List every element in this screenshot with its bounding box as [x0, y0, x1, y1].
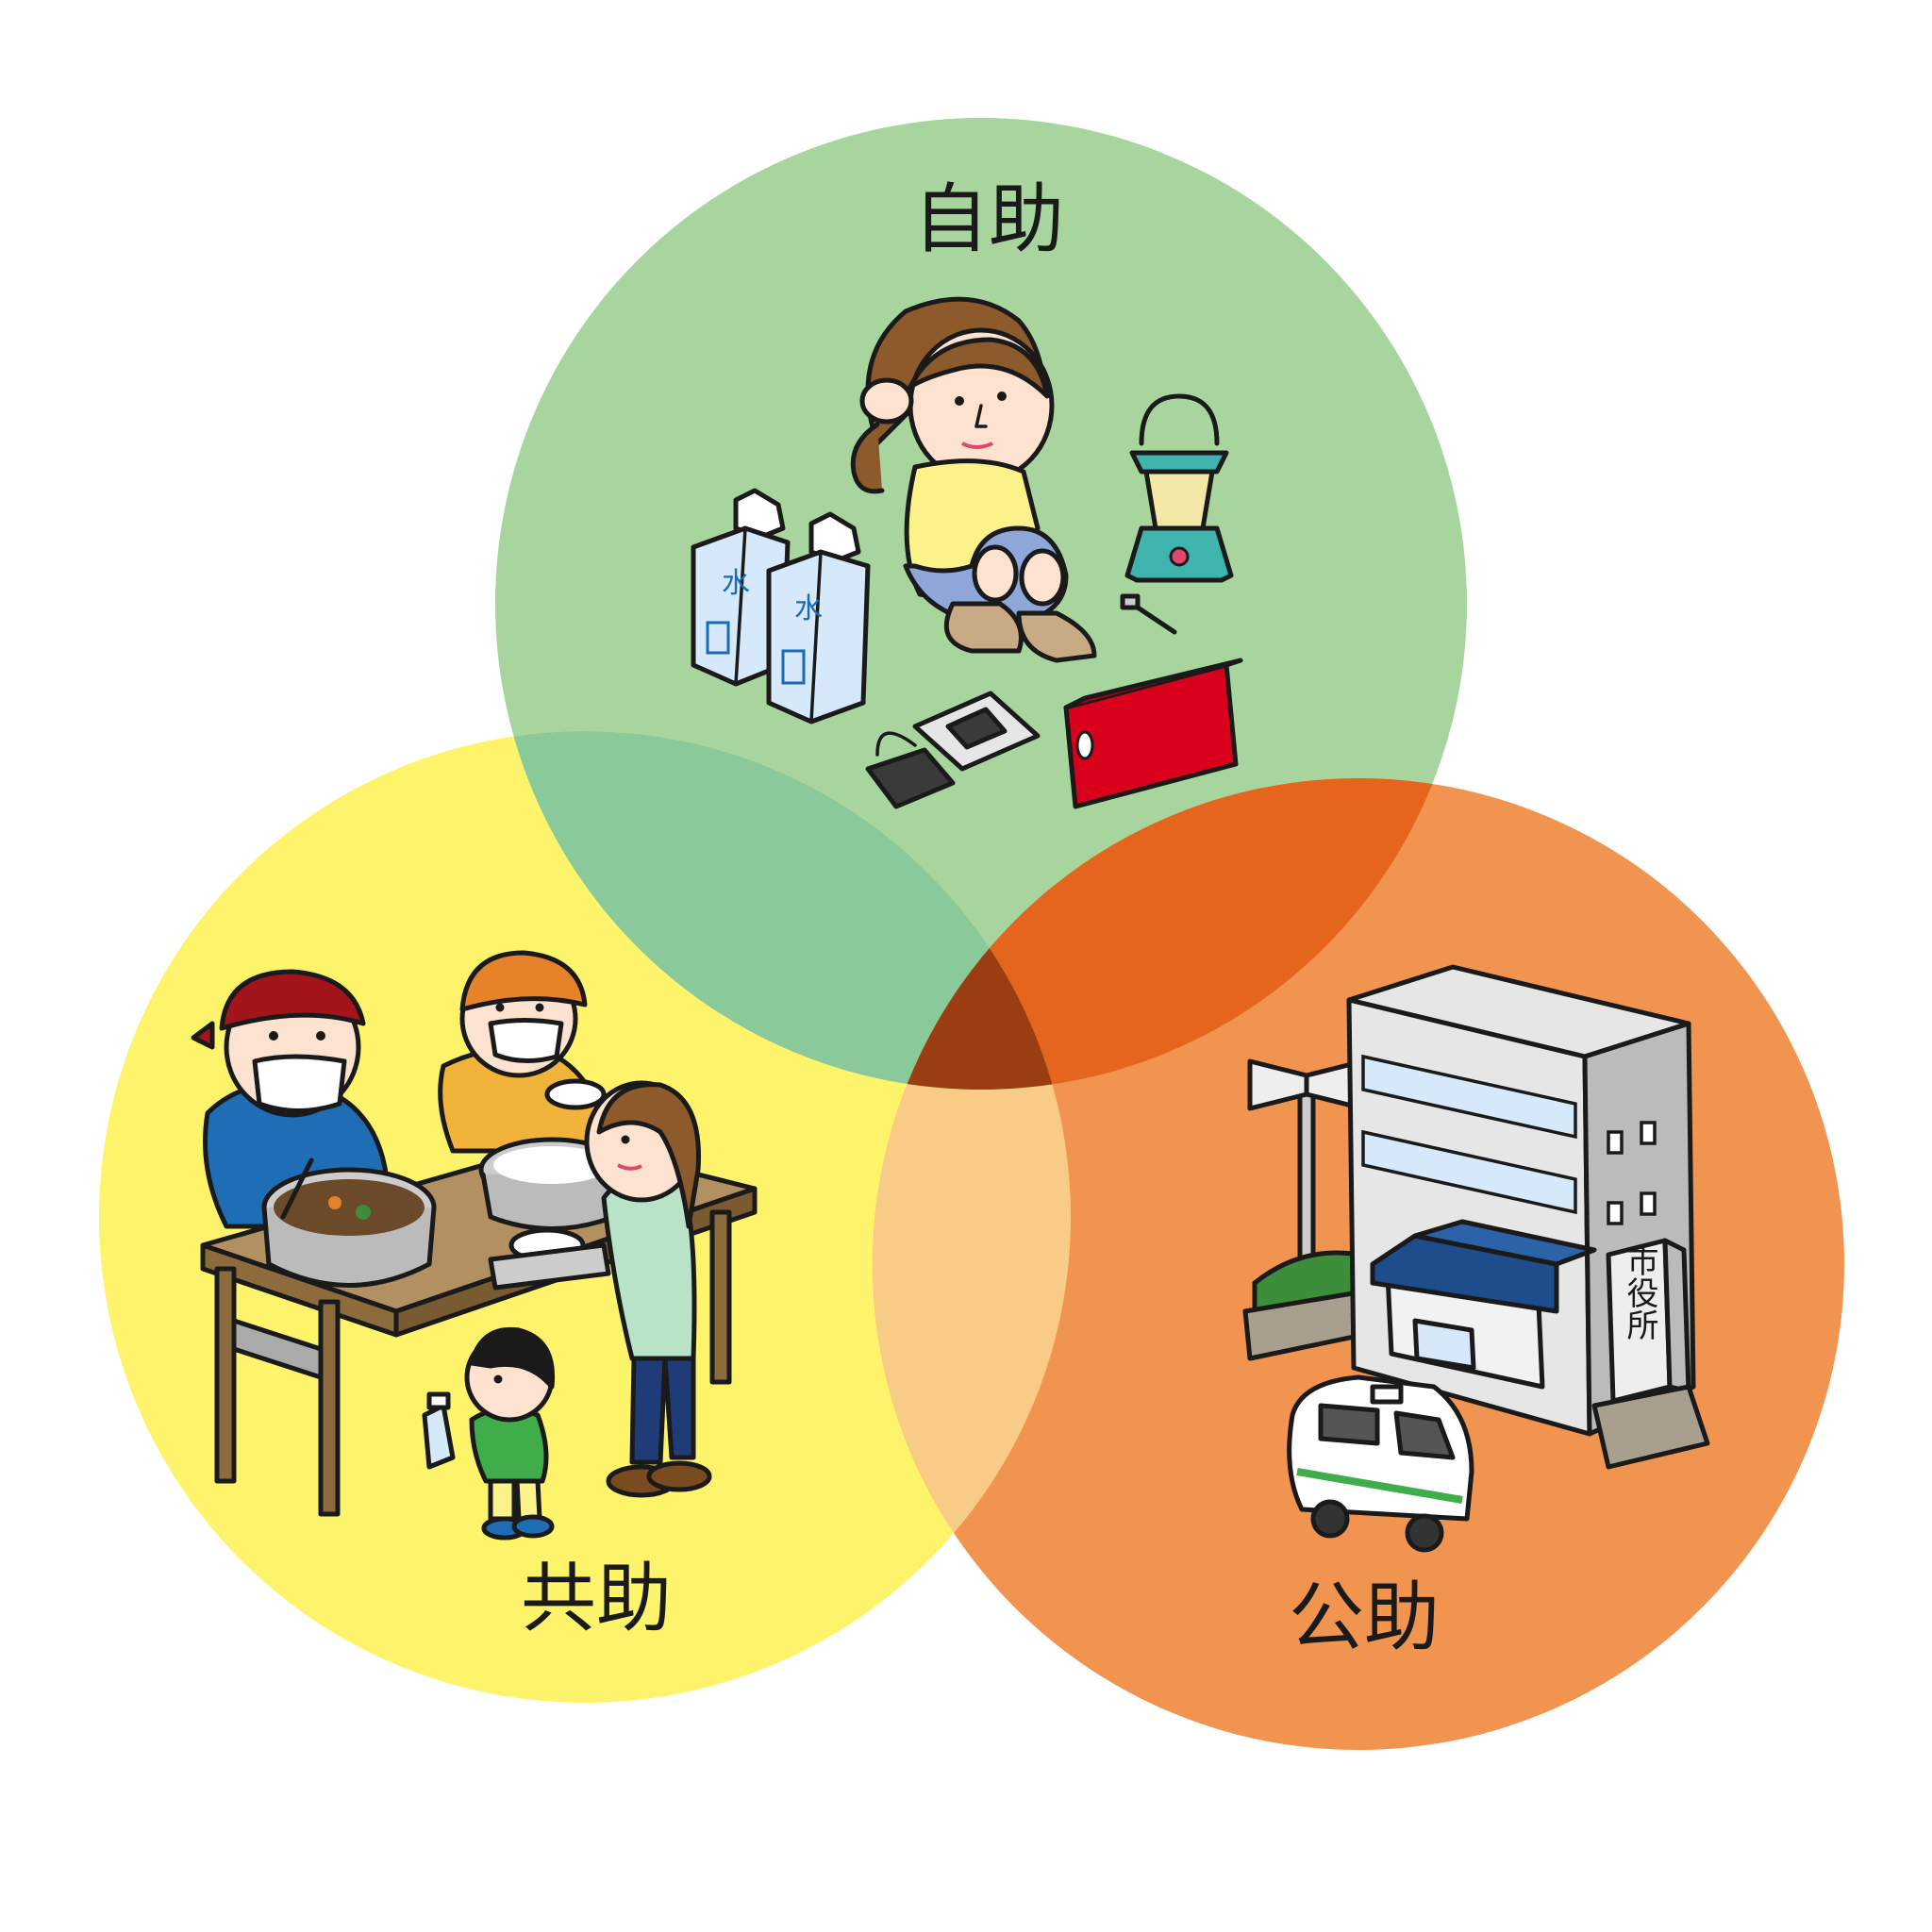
label-public-help: 公助 [1289, 1574, 1440, 1661]
mutual-help-illustration [191, 950, 758, 1541]
label-mutual-help: 共助 [521, 1555, 672, 1642]
child [422, 1326, 556, 1541]
self-help-illustration: 水 水 [691, 296, 1243, 809]
woman-with-bowl [488, 1080, 712, 1498]
water-bottle-2-label: 水 [794, 592, 823, 625]
stew-pot [261, 1158, 437, 1288]
lantern [1124, 393, 1234, 583]
overlap-self-mutual [495, 731, 1071, 1090]
loudspeaker-pole [1242, 1058, 1366, 1361]
sitting-woman [850, 296, 1097, 663]
overlap-self-public [873, 778, 1467, 1090]
ambulance [1287, 1374, 1474, 1553]
water-bottle-1-label: 水 [722, 567, 750, 600]
label-self-help: 自助 [913, 175, 1064, 263]
water-bottle-2: 水 [766, 511, 871, 724]
public-help-illustration: 市役所 [1242, 964, 1710, 1553]
charger [865, 691, 1041, 809]
red-radio [1063, 593, 1243, 809]
city-hall-sign: 市役所 [1591, 1238, 1710, 1470]
city-hall-sign-text: 市役所 [1621, 1244, 1658, 1341]
